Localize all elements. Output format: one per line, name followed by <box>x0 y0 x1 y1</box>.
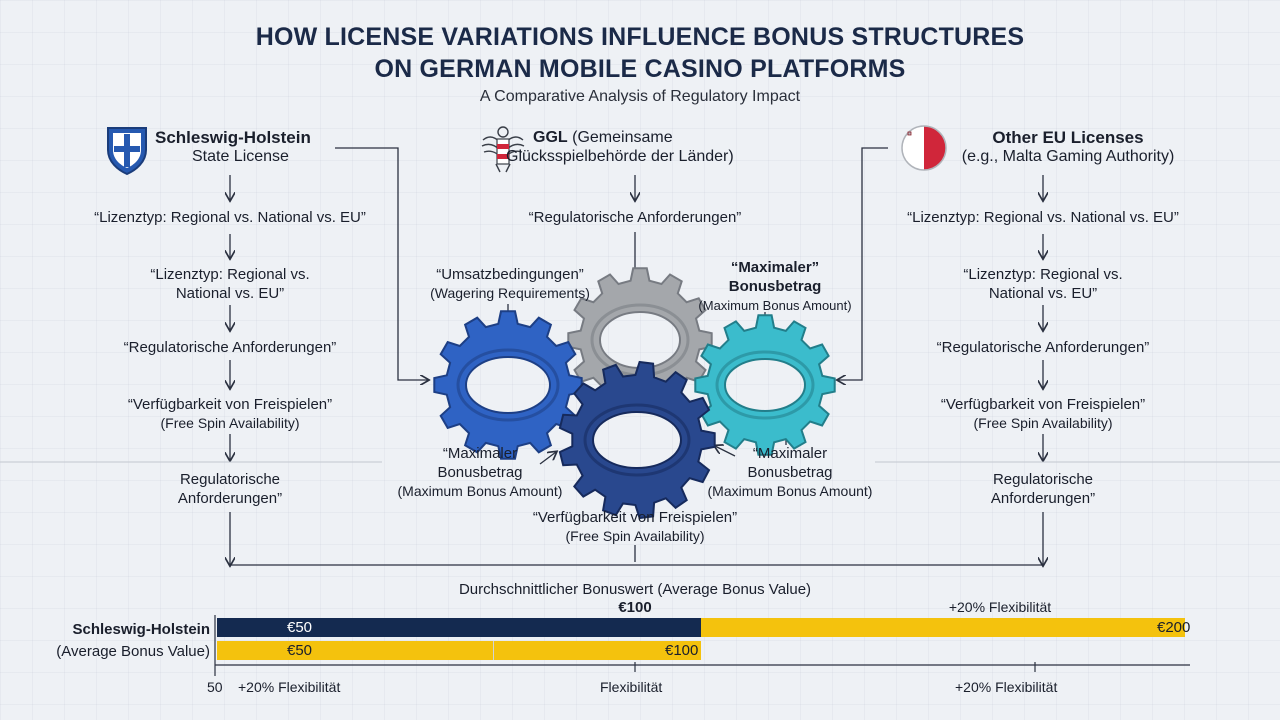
connector-right-gear <box>838 147 888 380</box>
left-step-5-l2: Anforderungen” <box>177 490 283 507</box>
bar-row1-seg1 <box>217 618 701 637</box>
left-step-4-l2: (Free Spin Availability) <box>160 415 300 431</box>
right-step-2-l1: “Lizenztyp: Regional vs. <box>963 266 1123 283</box>
max-left-l3: (Maximum Bonus Amount) <box>397 483 563 499</box>
page-title-line2: ON GERMAN MOBILE CASINO PLATFORMS <box>374 55 906 83</box>
max-left-l1: “Maximaler <box>442 445 518 462</box>
gear-blue-icon <box>433 310 583 460</box>
left-step-2-l2: National vs. EU” <box>175 285 285 302</box>
right-step-5-l2: Anforderungen” <box>990 490 1096 507</box>
gear-teal-icon <box>694 314 836 456</box>
left-step-5-l1: Regulatorische <box>179 471 281 488</box>
right-step-2-l2: National vs. EU” <box>988 285 1098 302</box>
gear-navy-icon <box>558 360 716 520</box>
bar-row1-seg2-label: €200 <box>1157 619 1191 636</box>
right-step-5-l1: Regulatorische <box>992 471 1094 488</box>
bar-row2-seg1-label: €50 <box>287 642 313 659</box>
bar-row1-seg1-label: €50 <box>287 619 313 636</box>
left-step-3: “Regulatorische Anforderungen” <box>123 339 337 356</box>
axis-left-label: +20% Flexibilität <box>238 679 341 695</box>
page-title-line1: HOW LICENSE VARIATIONS INFLUENCE BONUS S… <box>255 23 1025 51</box>
left-license-name: Schleswig-Holstein <box>155 128 311 147</box>
right-step-4-l1: “Verfügbarkeit von Freispielen” <box>940 396 1146 413</box>
chart-top-value: €100 <box>618 599 652 616</box>
right-step-1: “Lizenztyp: Regional vs. National vs. EU… <box>907 209 1179 226</box>
max-right-l1: “Maximaler <box>752 445 828 462</box>
right-step-3: “Regulatorische Anforderungen” <box>936 339 1150 356</box>
center-license-name-l2: Glücksspielbehörde der Länder) <box>506 148 734 165</box>
left-license-sub: State License <box>192 148 289 165</box>
max-top-l2: Bonusbetrag <box>728 278 822 295</box>
max-right-l2: Bonusbetrag <box>747 464 833 481</box>
max-left-l2: Bonusbetrag <box>437 464 523 481</box>
chart-title: Durchschnittlicher Bonuswert (Average Bo… <box>458 581 812 598</box>
freespin-l1: “Verfügbarkeit von Freispielen” <box>532 509 738 526</box>
wager-label-l1: “Umsatzbedingungen” <box>436 266 584 283</box>
shield-icon <box>104 124 150 176</box>
bar-row2-divider <box>492 641 494 660</box>
freespin-l2: (Free Spin Availability) <box>565 528 705 544</box>
arrow-max-left <box>539 452 556 465</box>
right-step-4-l2: (Free Spin Availability) <box>973 415 1113 431</box>
center-license-name: GGL <box>533 129 568 146</box>
arrow-max-right-a <box>715 446 736 457</box>
chart-flex-annotation: +20% Flexibilität <box>948 599 1052 615</box>
right-license-name: Other EU Licenses <box>992 128 1144 147</box>
connector-left-gear <box>335 147 428 380</box>
chart-row-label-l2: (Average Bonus Value) <box>56 643 210 660</box>
max-top-l1: “Maximaler” <box>730 259 820 276</box>
chart-row-label-l1: Schleswig-Holstein <box>72 621 210 638</box>
page-subtitle: A Comparative Analysis of Regulatory Imp… <box>479 88 801 105</box>
wager-label-l2: (Wagering Requirements) <box>430 285 590 301</box>
center-step-1: “Regulatorische Anforderungen” <box>528 209 742 226</box>
center-license-name-rest: (Gemeinsame <box>567 129 673 146</box>
left-step-4-l1: “Verfügbarkeit von Freispielen” <box>127 396 333 413</box>
bar-row1-seg2 <box>701 618 1185 637</box>
axis-left-num: 50 <box>207 679 223 695</box>
bar-row2-seg1 <box>217 641 701 660</box>
left-step-1: “Lizenztyp: Regional vs. National vs. EU… <box>94 209 366 226</box>
axis-right-label: +20% Flexibilität <box>955 679 1058 695</box>
right-license-sub: (e.g., Malta Gaming Authority) <box>961 148 1175 165</box>
bar-row2-end-label: €100 <box>665 642 699 659</box>
left-step-2-l1: “Lizenztyp: Regional vs. <box>150 266 310 283</box>
max-right-l3: (Maximum Bonus Amount) <box>707 483 873 499</box>
max-top-l3: (Maximum Bonus Amount) <box>698 298 852 313</box>
axis-center-label: Flexibilität <box>600 679 663 695</box>
malta-flag-icon <box>900 124 948 172</box>
eagle-icon <box>478 122 528 174</box>
